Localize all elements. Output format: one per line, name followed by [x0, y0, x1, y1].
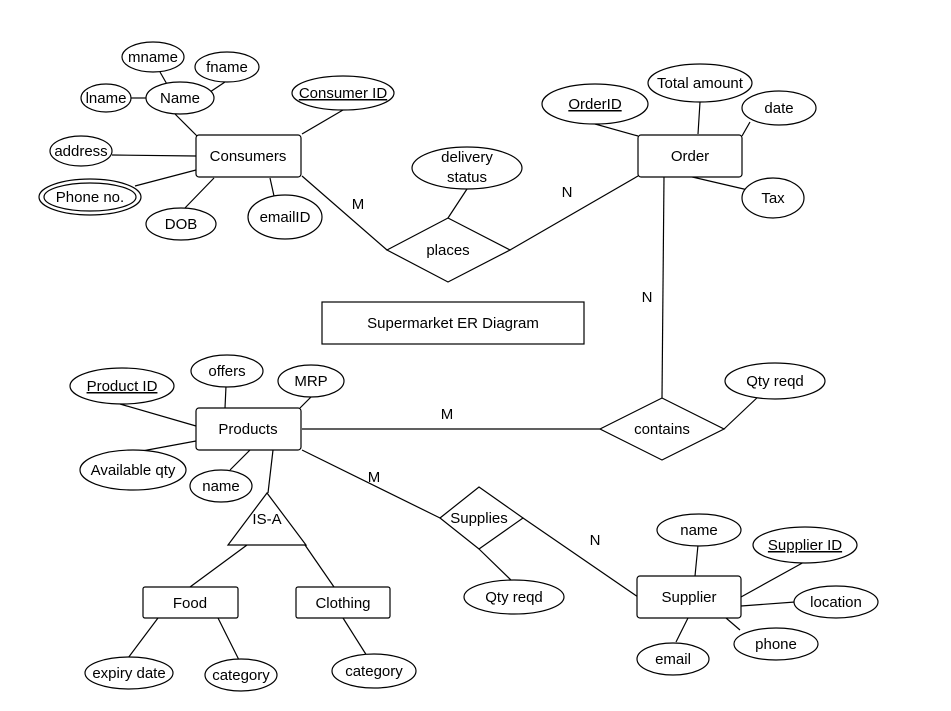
diagram-title: Supermarket ER Diagram: [321, 301, 585, 345]
relationship-contains[interactable]: contains: [598, 397, 726, 461]
cardinality-places-order: N: [562, 184, 573, 201]
svg-text:Food: Food: [173, 595, 207, 612]
attribute-email: email: [636, 642, 710, 676]
svg-text:Supplier: Supplier: [661, 589, 716, 606]
svg-text:Supermarket ER Diagram: Supermarket ER Diagram: [367, 315, 539, 332]
attribute-order-id-key: OrderID: [541, 83, 649, 125]
attribute-phone-no-multivalued: Phone no.: [38, 178, 142, 216]
svg-text:places: places: [426, 242, 469, 259]
attribute-mname: mname: [121, 41, 185, 73]
attribute-supplier-id-key: Supplier ID: [752, 526, 858, 564]
svg-text:offers: offers: [208, 363, 245, 380]
attribute-product-id-key: Product ID: [69, 367, 175, 405]
svg-text:Tax: Tax: [761, 190, 785, 207]
svg-text:Product ID: Product ID: [87, 378, 158, 395]
attribute-offers: offers: [190, 354, 264, 388]
svg-text:status: status: [447, 169, 487, 186]
svg-text:fname: fname: [206, 59, 248, 76]
cardinality-contains-order: N: [642, 289, 653, 306]
svg-text:Qty reqd: Qty reqd: [485, 589, 543, 606]
svg-text:Products: Products: [218, 421, 277, 438]
svg-text:category: category: [212, 667, 270, 684]
svg-text:Total amount: Total amount: [657, 75, 744, 92]
specialization-is-a[interactable]: IS-A: [226, 492, 308, 546]
connector-lines: [111, 71, 807, 663]
cardinality-supplies-products: M: [368, 469, 381, 486]
svg-text:Order: Order: [671, 148, 709, 165]
attribute-food-category: category: [204, 658, 278, 692]
svg-text:Supplier ID: Supplier ID: [768, 537, 842, 554]
svg-text:Available qty: Available qty: [91, 462, 176, 479]
attribute-available-qty: Available qty: [79, 449, 187, 491]
svg-text:MRP: MRP: [294, 373, 327, 390]
cardinality-supplies-supplier: N: [590, 532, 601, 549]
svg-text:Supplies: Supplies: [450, 510, 508, 527]
attribute-consumer-id-key: Consumer ID: [291, 75, 395, 111]
svg-text:OrderID: OrderID: [568, 96, 622, 113]
entity-order[interactable]: Order: [637, 134, 743, 178]
svg-text:date: date: [764, 100, 793, 117]
svg-text:mname: mname: [128, 49, 178, 66]
entity-clothing[interactable]: Clothing: [295, 586, 391, 619]
attribute-total-amount: Total amount: [647, 63, 753, 103]
attribute-delivery-status: delivery status: [411, 146, 523, 190]
svg-text:Consumer ID: Consumer ID: [299, 85, 388, 102]
entity-consumers[interactable]: Consumers: [195, 134, 302, 178]
svg-text:location: location: [810, 594, 862, 611]
attribute-tax: Tax: [741, 177, 805, 219]
svg-text:IS-A: IS-A: [252, 511, 281, 528]
svg-text:lname: lname: [86, 90, 127, 107]
attribute-address: address: [49, 135, 113, 167]
svg-text:Clothing: Clothing: [315, 595, 370, 612]
attribute-expiry-date: expiry date: [84, 656, 174, 690]
attribute-fname: fname: [194, 51, 260, 83]
attribute-mrp: MRP: [277, 364, 345, 398]
svg-text:Qty reqd: Qty reqd: [746, 373, 804, 390]
svg-text:email: email: [655, 651, 691, 668]
entity-products[interactable]: Products: [195, 407, 302, 451]
attribute-supplies-qty-reqd: Qty reqd: [463, 579, 565, 615]
svg-text:address: address: [54, 143, 107, 160]
entity-supplier[interactable]: Supplier: [636, 575, 742, 619]
cardinality-contains-products: M: [441, 406, 454, 423]
svg-text:contains: contains: [634, 421, 690, 438]
attribute-date: date: [741, 90, 817, 126]
svg-text:DOB: DOB: [165, 216, 198, 233]
attribute-lname: lname: [80, 83, 132, 113]
svg-text:delivery: delivery: [441, 149, 493, 166]
attribute-name-composite: Name: [145, 81, 215, 115]
svg-text:name: name: [202, 478, 240, 495]
relationship-supplies[interactable]: Supplies: [439, 486, 525, 550]
svg-text:name: name: [680, 522, 718, 539]
attribute-location: location: [793, 585, 879, 619]
relationship-places[interactable]: places: [385, 217, 512, 283]
attribute-phone: phone: [733, 627, 819, 661]
svg-text:phone: phone: [755, 636, 797, 653]
attribute-clothing-category: category: [331, 653, 417, 689]
entity-food[interactable]: Food: [142, 586, 239, 619]
cardinality-labels: M N N M M N: [352, 184, 653, 549]
attribute-email-id: emailID: [247, 194, 323, 240]
svg-text:category: category: [345, 663, 403, 680]
cardinality-places-consumers: M: [352, 196, 365, 213]
svg-text:Name: Name: [160, 90, 200, 107]
svg-text:Consumers: Consumers: [210, 148, 287, 165]
svg-text:expiry date: expiry date: [92, 665, 165, 682]
attribute-contains-qty-reqd: Qty reqd: [724, 362, 826, 400]
svg-text:emailID: emailID: [260, 209, 311, 226]
attribute-dob: DOB: [145, 207, 217, 241]
attribute-supplier-name: name: [656, 513, 742, 547]
attribute-product-name: name: [189, 469, 253, 503]
svg-text:Phone no.: Phone no.: [56, 189, 124, 206]
